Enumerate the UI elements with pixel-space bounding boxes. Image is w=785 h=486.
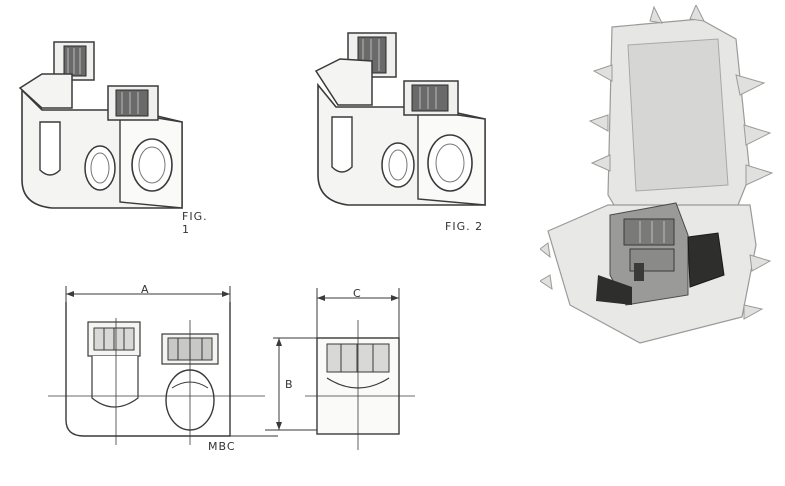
fig2-barrel-hole-2: [427, 134, 473, 192]
enclosure-gasket: [687, 232, 725, 288]
fig2-tongue: [314, 58, 373, 106]
fig1-illustration: FIG. 1: [12, 30, 212, 236]
front-view-svg: [48, 286, 278, 445]
enclosure-photo: [540, 5, 780, 350]
fig1-front-screw: [107, 85, 159, 121]
front-outline: [65, 302, 231, 437]
enclosure-drawing: [540, 5, 774, 344]
fig1-tongue: [18, 73, 73, 109]
fig2-barrel-hole-1: [381, 142, 415, 188]
enclosure-connector: [596, 202, 725, 306]
fig2-illustration: FIG. 2: [300, 25, 510, 235]
fig1-drawing: [18, 41, 183, 209]
fig1-caption: FIG. 1: [182, 210, 208, 236]
fig2-side-slot: [331, 116, 353, 173]
side-view-drawing: C B: [265, 280, 425, 460]
front-view-drawing: A MBC: [40, 280, 280, 460]
fig2-front-screw: [403, 80, 459, 116]
fig1-barrel-hole-2: [131, 138, 173, 192]
fig2-caption: FIG. 2: [445, 220, 484, 233]
fig1-barrel-hole-1: [84, 145, 116, 191]
dim-c-label: C: [353, 287, 362, 300]
front-left-screw: [87, 321, 141, 408]
fig2-drawing: [314, 32, 486, 206]
dim-b-label: B: [285, 378, 294, 391]
side-view-svg: [265, 288, 415, 450]
fig1-side-slot: [39, 121, 61, 176]
dim-bottom-label: MBC: [208, 440, 236, 453]
dim-a-label: A: [141, 283, 150, 296]
